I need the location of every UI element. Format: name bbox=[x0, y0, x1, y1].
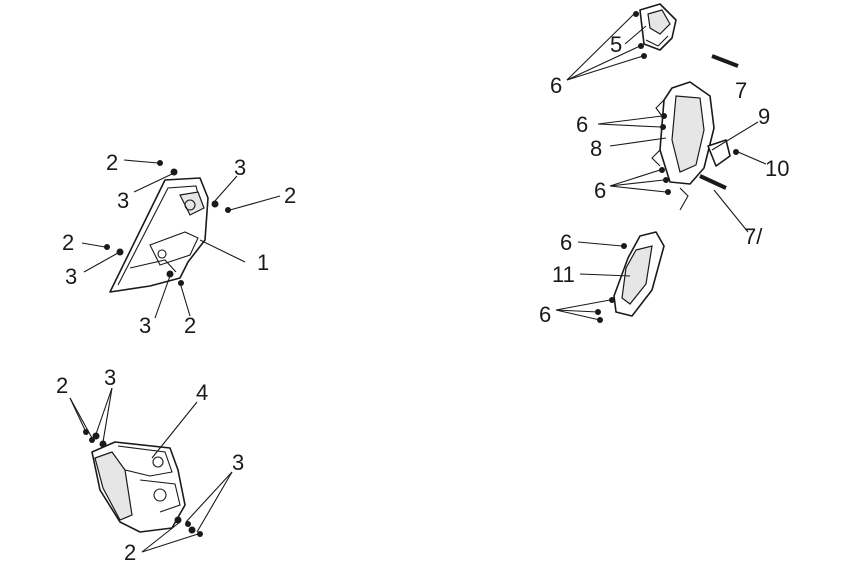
bracket-assembly-left bbox=[104, 160, 231, 293]
callout-6-d: 6 bbox=[560, 230, 572, 255]
callout-2-b: 2 bbox=[284, 183, 296, 208]
callout-2-d: 2 bbox=[184, 313, 196, 338]
callout-2-e: 2 bbox=[56, 373, 68, 398]
callout-3-b: 3 bbox=[234, 155, 246, 180]
callout-11: 11 bbox=[552, 262, 575, 287]
housing-assembly-lower-left bbox=[83, 429, 203, 537]
callout-8: 8 bbox=[590, 136, 602, 161]
housing-assembly-right bbox=[651, 81, 739, 211]
leader-lines bbox=[69, 13, 767, 553]
callout-5: 5 bbox=[610, 32, 622, 57]
callout-3-c: 3 bbox=[65, 264, 77, 289]
callout-2-a: 2 bbox=[106, 150, 118, 175]
cover-assembly-right-lower bbox=[595, 231, 665, 323]
callout-4: 4 bbox=[196, 380, 208, 405]
part-assembly-top-right bbox=[633, 3, 739, 68]
callout-3-f: 3 bbox=[232, 450, 244, 475]
part-9 bbox=[707, 139, 731, 167]
callout-9: 9 bbox=[758, 104, 770, 129]
callout-7-b: 7/ bbox=[744, 224, 763, 249]
callout-3-d: 3 bbox=[139, 313, 151, 338]
callout-6-e: 6 bbox=[539, 302, 551, 327]
callout-3-a: 3 bbox=[117, 188, 129, 213]
callout-6-b: 6 bbox=[576, 112, 588, 137]
callout-3-e: 3 bbox=[104, 365, 116, 390]
callout-1: 1 bbox=[257, 250, 269, 275]
callout-6-c: 6 bbox=[594, 178, 606, 203]
bracket-part-1 bbox=[109, 177, 209, 293]
callout-labels: 1 2 2 2 2 2 2 3 3 3 3 3 3 4 5 6 6 6 6 6 … bbox=[56, 32, 789, 565]
callout-7-a: 7 bbox=[735, 78, 747, 103]
callout-10: 10 bbox=[765, 156, 789, 181]
callout-2-c: 2 bbox=[62, 230, 74, 255]
callout-2-f: 2 bbox=[124, 540, 136, 565]
callout-6-a: 6 bbox=[550, 73, 562, 98]
